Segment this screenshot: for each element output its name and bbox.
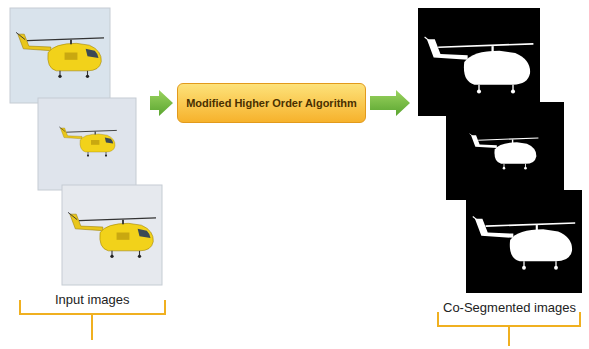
input-photo xyxy=(10,8,110,103)
mask-image xyxy=(466,190,582,293)
input-photo xyxy=(62,185,162,285)
bracket-label: Co-Segmented images xyxy=(443,300,576,315)
mask-image xyxy=(446,102,564,200)
box-text: Modified Higher Order Algorithm xyxy=(186,97,357,109)
process-box: Modified Higher Order Algorithm xyxy=(177,83,366,123)
bracket xyxy=(438,312,580,346)
input-photo xyxy=(38,98,136,190)
bracket-label: Input images xyxy=(55,292,129,307)
flow-arrow xyxy=(150,90,173,116)
mask-image xyxy=(418,8,540,116)
flow-arrow xyxy=(370,90,410,116)
